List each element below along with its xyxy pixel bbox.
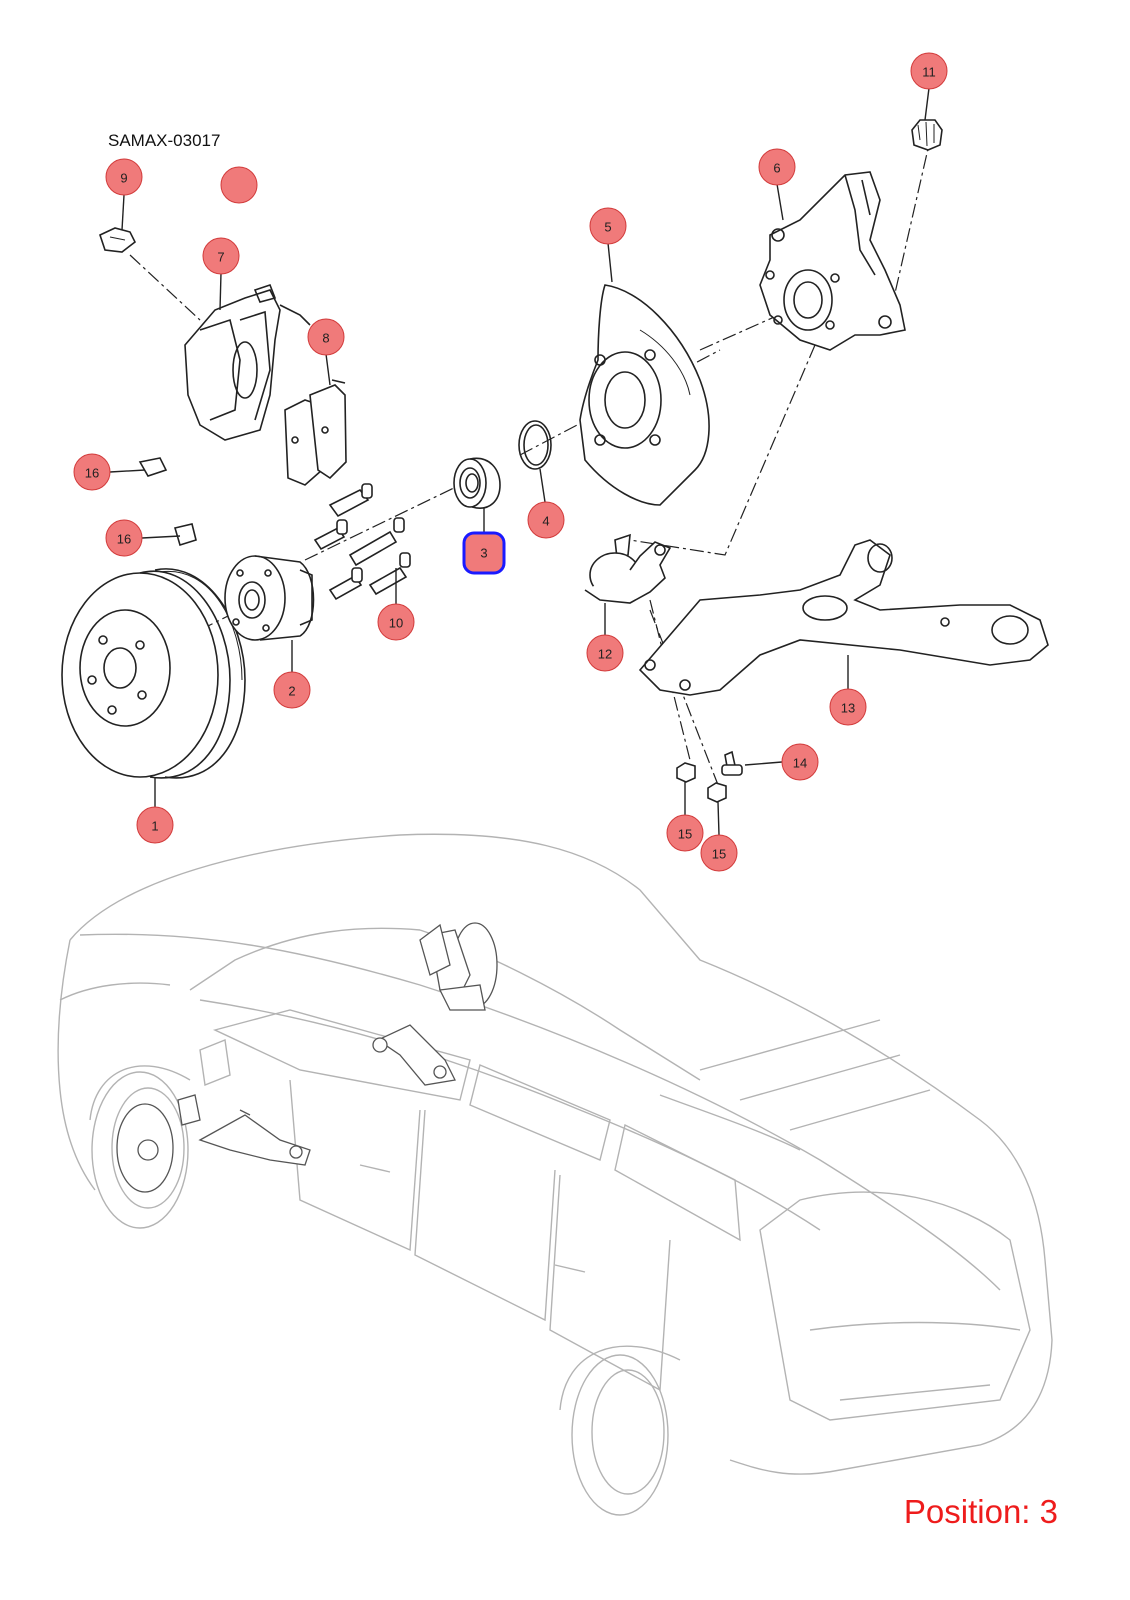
svg-text:5: 5 (604, 220, 611, 235)
hub-bolts (313, 483, 411, 601)
callout-9[interactable]: 9 (105, 158, 143, 196)
ball-joint (584, 533, 672, 604)
arm-bolt (721, 750, 743, 776)
svg-text:7: 7 (217, 250, 224, 265)
callout-4[interactable]: 4 (527, 501, 565, 539)
brake-clips (138, 457, 197, 547)
callout-6[interactable]: 6 (758, 148, 796, 186)
steering-knuckle (759, 171, 906, 351)
hub-nut (911, 119, 943, 151)
svg-text:16: 16 (117, 532, 131, 547)
vehicle-outline (57, 833, 1053, 1516)
callout-1[interactable]: 1 (136, 806, 174, 844)
callout-12[interactable]: 12 (586, 634, 624, 672)
svg-text:10: 10 (389, 616, 403, 631)
callout-15-left[interactable]: 15 (666, 814, 704, 852)
svg-text:11: 11 (922, 65, 936, 80)
svg-text:9: 9 (120, 171, 127, 186)
svg-text:1: 1 (151, 819, 158, 834)
dust-shield (579, 284, 710, 506)
callout-13[interactable]: 13 (829, 688, 867, 726)
arm-nuts (676, 762, 727, 803)
svg-text:13: 13 (841, 701, 855, 716)
pad-clip (99, 227, 137, 253)
callouts: 1 2 3 4 5 6 7 (73, 52, 948, 872)
svg-text:12: 12 (598, 647, 612, 662)
callout-5[interactable]: 5 (589, 207, 627, 245)
svg-text:3: 3 (480, 546, 487, 561)
position-label: Position: 3 (903, 1493, 1058, 1530)
brake-disc (61, 568, 246, 779)
callout-15-right[interactable]: 15 (700, 834, 738, 872)
svg-text:8: 8 (322, 331, 329, 346)
callout-3-selected[interactable]: 3 (462, 531, 506, 575)
brake-pads (284, 379, 347, 486)
wheel-hub (224, 555, 315, 641)
svg-text:15: 15 (678, 827, 692, 842)
snap-ring (518, 420, 552, 470)
svg-text:2: 2 (288, 684, 295, 699)
callout-blank[interactable] (220, 166, 258, 204)
callout-8[interactable]: 8 (307, 318, 345, 356)
svg-text:4: 4 (542, 514, 549, 529)
svg-text:6: 6 (773, 161, 780, 176)
lower-control-arm (638, 539, 1049, 696)
svg-text:15: 15 (712, 847, 726, 862)
callout-14[interactable]: 14 (781, 743, 819, 781)
svg-text:14: 14 (793, 756, 807, 771)
diagram-code: SAMAX-03017 (108, 131, 221, 150)
brake-caliper (184, 283, 311, 441)
svg-text:16: 16 (85, 466, 99, 481)
wheel-bearing (453, 457, 501, 509)
callout-16-lower[interactable]: 16 (105, 519, 143, 557)
vehicle-inset-parts (116, 922, 498, 1193)
callout-7[interactable]: 7 (202, 237, 240, 275)
callout-11[interactable]: 11 (910, 52, 948, 90)
callout-10[interactable]: 10 (377, 603, 415, 641)
callout-16-upper[interactable]: 16 (73, 453, 111, 491)
callout-leaders (109, 87, 930, 836)
callout-2[interactable]: 2 (273, 671, 311, 709)
